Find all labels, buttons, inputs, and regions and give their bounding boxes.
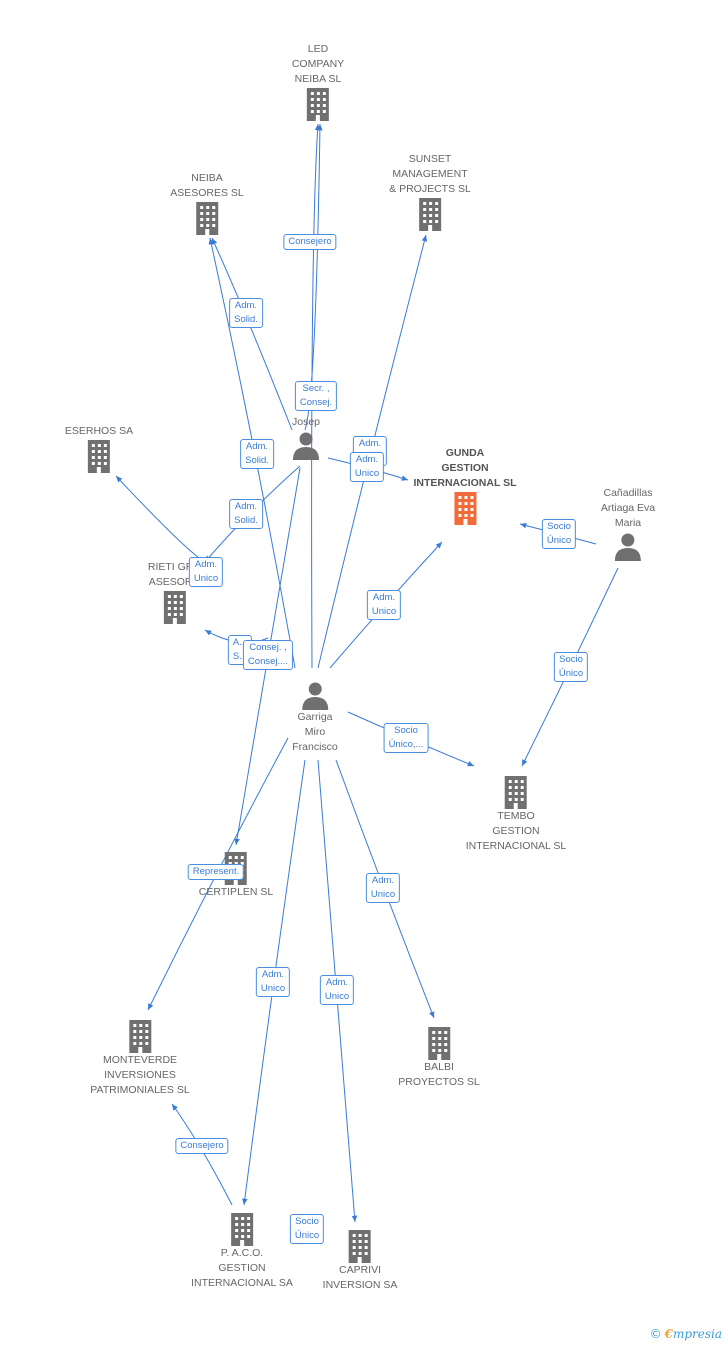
empresia-logo[interactable]: ©€mpresia <box>650 1327 722 1341</box>
node-label: Garriga Miro Francisco <box>292 711 338 753</box>
node-caprivi[interactable]: CAPRIVI INVERSION SA <box>322 1229 398 1293</box>
node-label: SUNSET MANAGEMENT & PROJECTS SL <box>389 153 471 195</box>
edge-label-paco-caprivi[interactable]: Socio Único <box>289 1214 325 1244</box>
logo-text: mpresia <box>672 1327 722 1341</box>
node-label: Cañadillas Artiaga Eva Maria <box>600 487 656 529</box>
node-monteverde[interactable]: MONTEVERDE INVERSIONES PATRIMONIALES SL <box>90 1019 190 1098</box>
edge-label-josep-neiba[interactable]: Adm. Solid. <box>229 298 263 328</box>
node-paco[interactable]: P. A.C.O. GESTION INTERNACIONAL SA <box>191 1212 293 1291</box>
building-icon <box>170 201 244 235</box>
node-label: LED COMPANY NEIBA SL <box>291 43 345 85</box>
node-gunda[interactable]: GUNDA GESTION INTERNACIONAL SL <box>413 446 517 525</box>
edge-label-canadillas-tembo[interactable]: Socio Único <box>553 652 589 682</box>
building-icon <box>413 491 516 525</box>
edge-label-canadillas-gunda[interactable]: Socio Único <box>541 519 577 549</box>
node-label: P. A.C.O. GESTION INTERNACIONAL SA <box>191 1247 293 1289</box>
edge-label-garriga-caprivi[interactable]: Adm. Unico <box>319 975 355 1005</box>
node-neiba[interactable]: NEIBA ASESORES SL <box>170 171 244 235</box>
building-icon <box>65 439 133 473</box>
building-icon <box>191 1212 293 1246</box>
edge-label-paco-monteverde[interactable]: Consejero <box>175 1138 229 1154</box>
edge-label-josep-rieti[interactable]: Adm. Solid. <box>229 499 263 529</box>
node-garriga[interactable]: Garriga Miro Francisco <box>292 680 338 755</box>
node-label: ESERHOS SA <box>64 425 134 437</box>
person-icon <box>601 531 655 561</box>
node-eserhos[interactable]: ESERHOS SA <box>65 424 133 473</box>
node-label: TEMBO GESTION INTERNACIONAL SL <box>465 810 567 852</box>
node-led[interactable]: LED COMPANY NEIBA SL <box>292 42 344 121</box>
edge-label-rieti-eserhos[interactable]: Adm. Unico <box>188 557 224 587</box>
edge-paco-monteverde <box>171 1103 233 1206</box>
edge-rieti-eserhos <box>115 475 211 564</box>
person-icon <box>291 430 321 460</box>
building-icon <box>292 87 344 121</box>
building-icon <box>148 590 202 624</box>
node-label: CAPRIVI INVERSION SA <box>322 1264 398 1291</box>
node-sunset[interactable]: SUNSET MANAGEMENT & PROJECTS SL <box>389 152 471 231</box>
node-canadillas[interactable]: Cañadillas Artiaga Eva Maria <box>601 486 655 561</box>
edge-label-josep-gunda[interactable]: Adm. Unico <box>349 452 385 482</box>
edge-label-garriga-paco[interactable]: Adm. Unico <box>255 967 291 997</box>
building-icon <box>389 197 471 231</box>
node-balbi[interactable]: BALBI PROYECTOS SL <box>398 1026 480 1090</box>
edge-garriga-led <box>311 123 321 669</box>
edge-label-garriga-neiba[interactable]: Adm. Solid. <box>240 439 274 469</box>
person-icon <box>292 680 338 710</box>
node-label: NEIBA ASESORES SL <box>170 172 244 199</box>
edge-label-josep-certiplen[interactable]: Consej. , Consej.... <box>242 640 294 670</box>
node-label: CERTIPLEN SL <box>198 886 274 898</box>
node-tembo[interactable]: TEMBO GESTION INTERNACIONAL SL <box>465 775 567 854</box>
edge-label-garriga-tembo[interactable]: Socio Único,... <box>383 723 429 753</box>
logo-initial: € <box>664 1327 673 1341</box>
edge-label-josep-led[interactable]: Secr. , Consej. <box>294 381 338 411</box>
edge-label-garriga-led[interactable]: Consejero <box>283 234 337 250</box>
building-icon <box>466 775 567 809</box>
edge-josep-led <box>304 123 323 431</box>
building-icon <box>398 1026 480 1060</box>
edge-label-garriga-monteverde[interactable]: Represent. <box>187 864 245 880</box>
building-icon <box>323 1229 398 1263</box>
node-label: GUNDA GESTION INTERNACIONAL SL <box>413 447 517 489</box>
node-label: MONTEVERDE INVERSIONES PATRIMONIALES SL <box>90 1054 190 1096</box>
edge-label-garriga-balbi[interactable]: Adm. Unico <box>365 873 401 903</box>
edge-josep-neiba <box>211 237 293 431</box>
node-label: BALBI PROYECTOS SL <box>398 1061 480 1088</box>
building-icon <box>90 1019 189 1053</box>
copyright-symbol: © <box>649 1327 662 1341</box>
edge-label-garriga-gunda[interactable]: Adm. Unico <box>366 590 402 620</box>
